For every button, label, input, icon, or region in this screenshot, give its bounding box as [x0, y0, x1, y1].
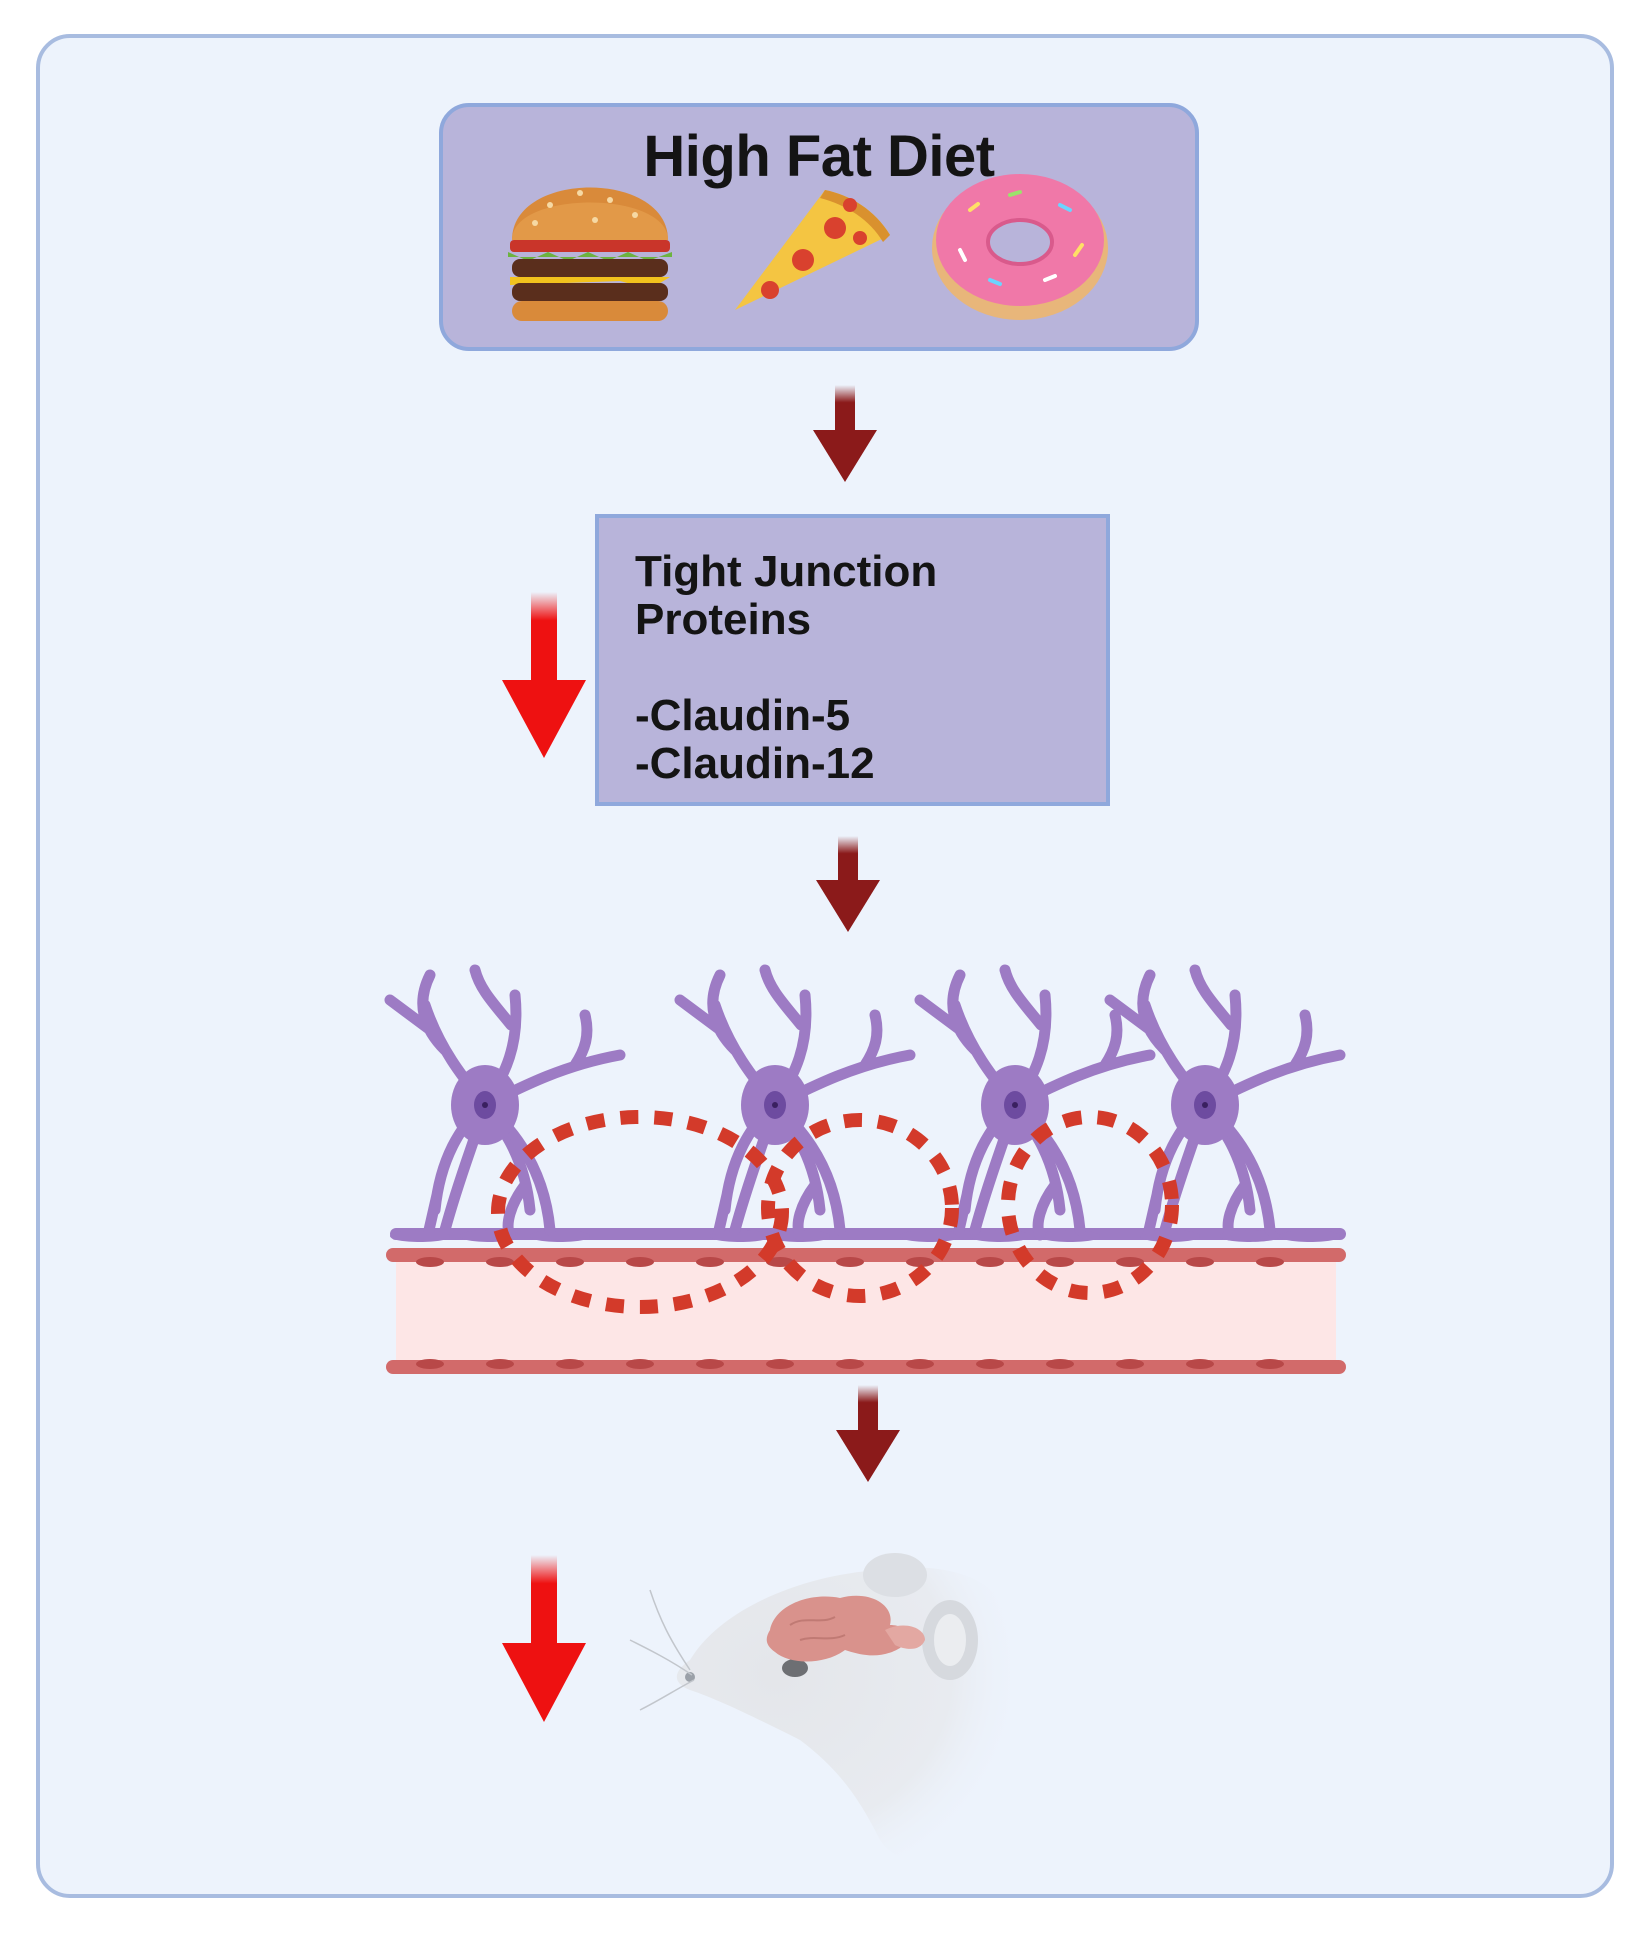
flow-arrow-1	[813, 385, 877, 482]
decrease-arrow-mouse	[502, 1555, 586, 1722]
tight-junction-box: Tight Junction Proteins -Claudin-5 -Clau…	[595, 514, 1110, 806]
tj-item-claudin-5: -Claudin-5	[635, 691, 851, 740]
astrocyte-4	[1110, 970, 1340, 1235]
astrocyte-1	[390, 970, 620, 1235]
diet-title: High Fat Diet	[643, 124, 995, 189]
tj-item-claudin-12: -Claudin-12	[635, 739, 875, 788]
flow-arrow-3	[836, 1385, 900, 1482]
burger-icon	[508, 187, 672, 321]
mouse-brain-icon	[629, 1553, 1010, 1871]
astrocyte-endfeet	[390, 1228, 1346, 1242]
blood-vessel	[386, 1248, 1346, 1374]
flow-arrow-2	[816, 836, 880, 932]
leaky-junction-markers	[491, 1110, 1179, 1314]
pizza-icon	[735, 190, 890, 310]
donut-icon	[932, 174, 1108, 320]
tj-title-line1: Tight Junction	[635, 547, 938, 596]
astrocyte-2	[680, 970, 910, 1235]
decrease-arrow-tight-junction	[502, 592, 586, 758]
tj-title-line2: Proteins	[635, 595, 812, 644]
